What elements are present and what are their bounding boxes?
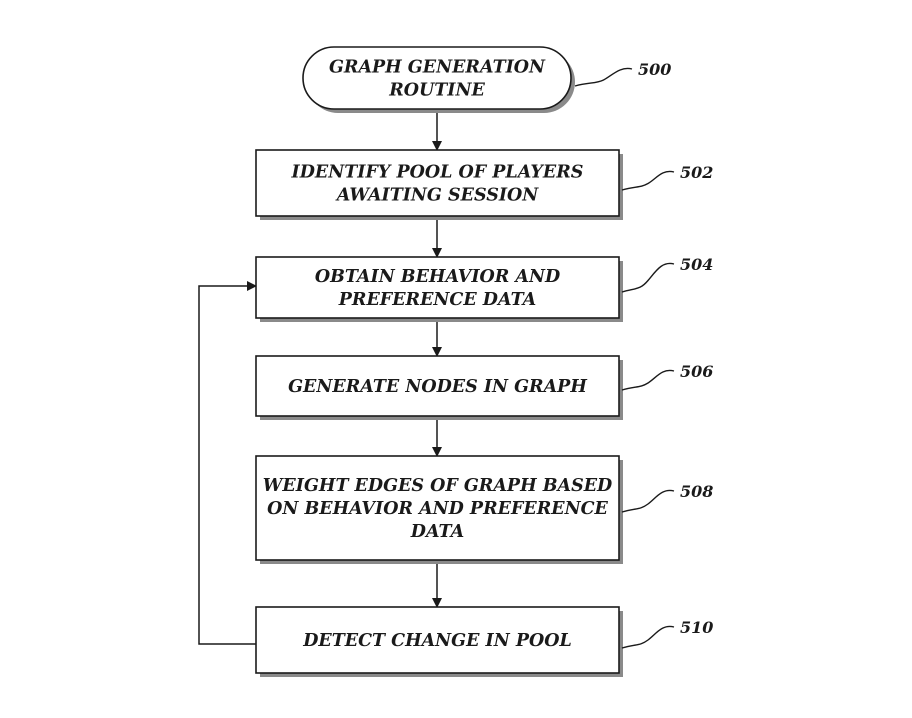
reference-numeral-500: 500 xyxy=(638,60,671,79)
edges-layer xyxy=(198,111,442,645)
process-box xyxy=(255,606,620,674)
node-label-line: GENERATE NODES IN GRAPH xyxy=(288,377,587,397)
node-label-line: IDENTIFY POOL OF PLAYERS xyxy=(291,163,584,183)
node-label-line: WEIGHT EDGES OF GRAPH BASED xyxy=(263,476,613,496)
reference-numeral-510: 510 xyxy=(680,618,713,637)
process-box xyxy=(255,355,620,417)
node-label-line: OBTAIN BEHAVIOR AND xyxy=(315,267,561,287)
node-label-line: ON BEHAVIOR AND PREFERENCE xyxy=(267,499,608,519)
reference-numeral-502: 502 xyxy=(680,163,713,182)
reference-numeral-504: 504 xyxy=(680,255,713,274)
reference-numeral-508: 508 xyxy=(680,482,713,501)
node-identify-pool: IDENTIFY POOL OF PLAYERS AWAITING SESSION xyxy=(255,149,623,220)
process-box xyxy=(255,455,620,561)
process-box xyxy=(255,256,620,319)
reference-leader xyxy=(621,369,675,391)
start-terminal xyxy=(302,46,572,110)
node-generate-nodes: GENERATE NODES IN GRAPH xyxy=(255,355,623,420)
reference-leader xyxy=(574,67,633,87)
reference-leader xyxy=(621,262,675,293)
node-label-line: GRAPH GENERATION xyxy=(329,58,546,78)
node-label-line: DETECT CHANGE IN POOL xyxy=(302,631,572,651)
node-label-line: DATA xyxy=(410,522,464,542)
node-label-line: ROUTINE xyxy=(388,81,485,101)
node-detect-change: DETECT CHANGE IN POOL xyxy=(255,606,623,677)
nodes-layer: GRAPH GENERATION ROUTINE IDENTIFY POOL OF … xyxy=(255,46,623,677)
process-box xyxy=(255,149,620,217)
node-weight-edges: WEIGHT EDGES OF GRAPH BASED ON BEHAVIOR A… xyxy=(255,455,623,564)
refs-layer: 500 502 504 506 508 510 xyxy=(574,60,713,649)
loop-back-arrow xyxy=(198,281,257,645)
reference-numeral-506: 506 xyxy=(680,362,713,381)
node-label-line: PREFERENCE DATA xyxy=(338,290,536,310)
node-label-line: AWAITING SESSION xyxy=(335,186,540,206)
reference-leader xyxy=(621,489,675,513)
node-obtain-data: OBTAIN BEHAVIOR AND PREFERENCE DATA xyxy=(255,256,623,322)
reference-leader xyxy=(621,170,675,191)
node-start: GRAPH GENERATION ROUTINE xyxy=(302,46,575,113)
reference-leader xyxy=(621,625,675,649)
